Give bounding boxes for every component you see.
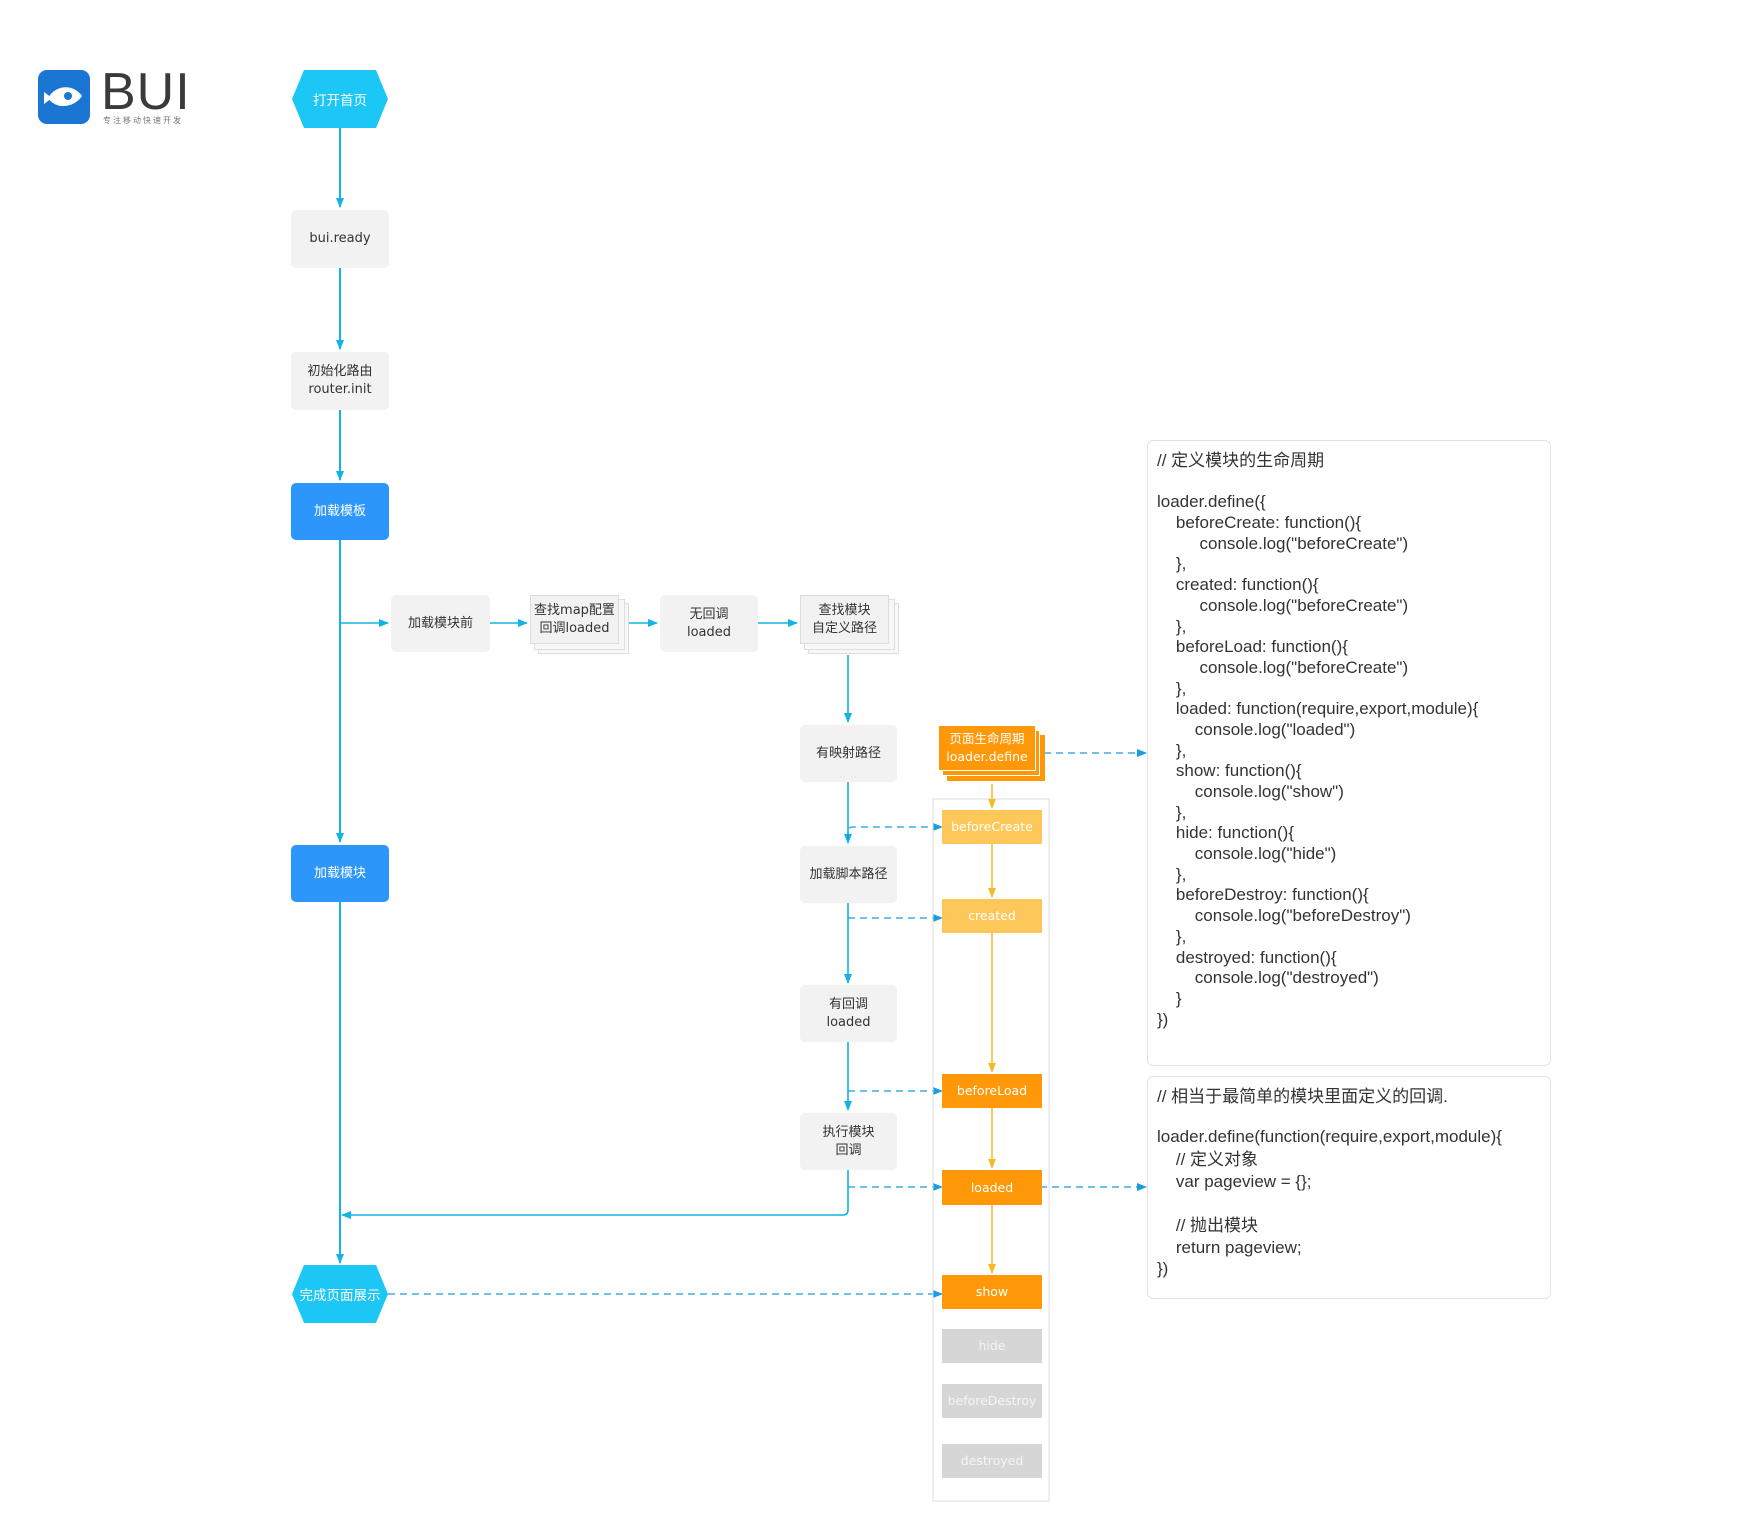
- find-map-line1: 查找map配置: [534, 602, 615, 618]
- code-line: loader.define({: [1157, 492, 1266, 512]
- simple-line-1: loader.define(function(require,export,mo…: [1157, 1126, 1502, 1146]
- simple-line-5: return pageview;: [1157, 1237, 1302, 1257]
- bui-ready-node: bui.ready: [291, 210, 389, 268]
- load-module-node: 加载模块: [291, 845, 389, 902]
- has-callback-line2: loaded: [826, 1014, 871, 1030]
- code-line: },: [1157, 864, 1187, 884]
- code-line: },: [1157, 926, 1187, 946]
- code-line: console.log("beforeCreate"): [1157, 657, 1409, 677]
- router-init-line1: 初始化路由: [307, 364, 373, 379]
- start-hexagon: 打开首页: [292, 70, 388, 128]
- has-callback-node: 有回调 loaded: [800, 985, 897, 1042]
- code-line: }: [1157, 988, 1182, 1008]
- code-line: console.log("beforeCreate"): [1157, 533, 1409, 553]
- open-home-label: 打开首页: [313, 93, 367, 109]
- mapped-path-node: 有映射路径: [800, 725, 897, 782]
- lifecycle-loaded: loaded: [942, 1170, 1042, 1205]
- code-line: destroyed: function(){: [1157, 947, 1337, 967]
- logo-wordmark: BUI: [101, 63, 191, 121]
- hexagon-shape: [292, 1265, 388, 1323]
- bui-logo: BUI 专注移动快速开发: [38, 64, 190, 126]
- lifecycle-destroyed: destroyed: [942, 1444, 1042, 1478]
- lifecycle-header-node: 页面生命周期 loader.define: [938, 725, 1036, 771]
- no-callback-node: 无回调 loaded: [660, 595, 758, 652]
- lifecycle-header-line2: loader.define: [946, 749, 1028, 764]
- no-callback-line2: loaded: [686, 624, 732, 640]
- code-line: console.log("hide"): [1157, 844, 1337, 864]
- code-line: console.log("beforeDestroy"): [1157, 906, 1411, 926]
- code-comment: // 定义模块的生命周期: [1157, 451, 1325, 470]
- lifecycle-show: show: [942, 1275, 1042, 1309]
- code-line: beforeDestroy: function(){: [1157, 885, 1369, 905]
- find-module-line2: 自定义路径: [811, 620, 877, 636]
- before-load-module-node: 加载模块前: [391, 595, 490, 652]
- lifecycle-header-line1: 页面生命周期: [949, 731, 1025, 746]
- lifecycle-before-destroy: beforeDestroy: [942, 1384, 1042, 1418]
- lifecycle-code-panel: // 定义模块的生命周期 loader.define({ beforeCreat…: [1147, 440, 1551, 1066]
- lifecycle-hide: hide: [942, 1329, 1042, 1363]
- code-line: console.log("beforeCreate"): [1157, 595, 1409, 615]
- code-line: },: [1157, 678, 1187, 698]
- code-line: },: [1157, 802, 1187, 822]
- lifecycle-before-load: beforeLoad: [942, 1074, 1042, 1108]
- find-module-line1: 查找模块: [818, 602, 871, 618]
- router-init-line2: router.init: [308, 382, 372, 397]
- load-template-node: 加载模板: [291, 483, 389, 540]
- exec-callback-line2: 回调: [835, 1142, 862, 1158]
- page-done-label: 完成页面展示: [299, 1288, 381, 1304]
- code-line: created: function(){: [1157, 575, 1319, 595]
- simple-comment: // 相当于最简单的模块里面定义的回调.: [1157, 1087, 1448, 1106]
- exec-callback-line1: 执行模块: [822, 1124, 875, 1140]
- code-line: console.log("destroyed"): [1157, 968, 1379, 988]
- code-line: loaded: function(require,export,module){: [1157, 699, 1479, 719]
- find-map-node: 查找map配置 回调loaded: [530, 595, 619, 644]
- code-line: }): [1157, 1009, 1169, 1029]
- find-map-line2: 回调loaded: [539, 620, 610, 636]
- code-line: console.log("loaded"): [1157, 719, 1356, 739]
- code-line: console.log("show"): [1157, 782, 1344, 801]
- lifecycle-created: created: [942, 899, 1042, 933]
- load-script-node: 加载脚本路径: [800, 846, 897, 903]
- end-hexagon: 完成页面展示: [292, 1265, 388, 1323]
- has-callback-line1: 有回调: [828, 996, 868, 1012]
- hexagon-shape: [292, 70, 388, 128]
- code-line: show: function(){: [1157, 761, 1302, 781]
- simple-line-3: var pageview = {};: [1157, 1172, 1312, 1192]
- edge-mapped-beforecreate: [847, 823, 943, 840]
- simple-line-2: // 定义对象: [1157, 1150, 1259, 1170]
- logo-tagline: 专注移动快速开发: [103, 116, 183, 125]
- simple-code-panel: // 相当于最简单的模块里面定义的回调. loader.define(funct…: [1147, 1076, 1551, 1299]
- code-line: beforeLoad: function(){: [1157, 637, 1348, 657]
- code-line: },: [1157, 616, 1187, 636]
- fish-logo-icon: [38, 70, 90, 124]
- code-line: hide: function(){: [1157, 823, 1295, 843]
- code-line: },: [1157, 554, 1187, 574]
- code-line: beforeCreate: function(){: [1157, 513, 1362, 533]
- code-line: },: [1157, 740, 1187, 760]
- find-module-node: 查找模块 自定义路径: [800, 595, 889, 644]
- simple-line-4: // 抛出模块: [1157, 1215, 1259, 1235]
- code-lines: loader.define({ beforeCreate: function()…: [1157, 492, 1550, 1030]
- simple-line-6: }): [1157, 1259, 1169, 1279]
- no-callback-line1: 无回调: [689, 606, 729, 622]
- edge-exec-return: [341, 1170, 849, 1219]
- router-init-node: 初始化路由 router.init: [291, 352, 389, 410]
- lifecycle-before-create: beforeCreate: [942, 810, 1042, 844]
- exec-callback-node: 执行模块 回调: [800, 1113, 897, 1170]
